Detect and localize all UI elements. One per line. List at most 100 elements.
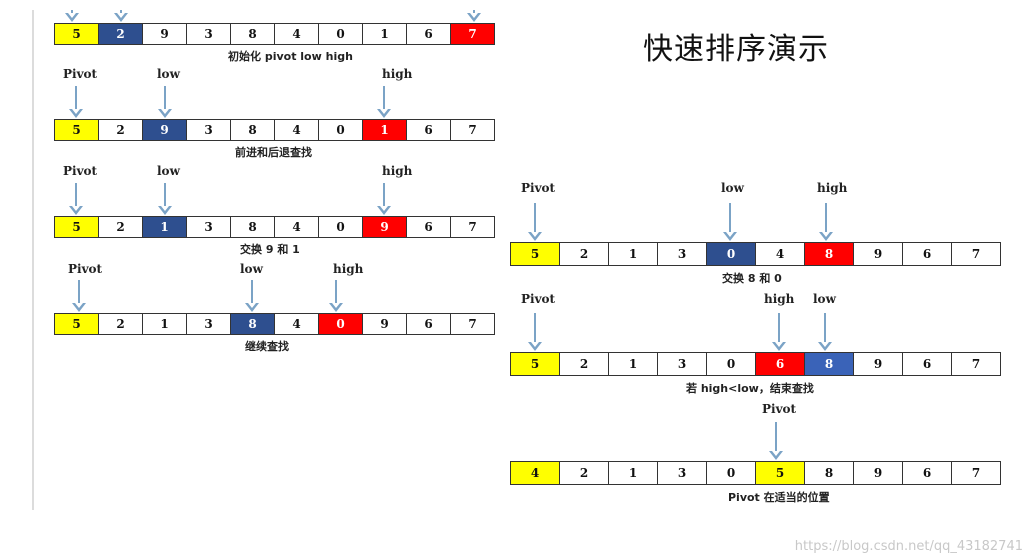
- step-caption-2: 前进和后退查找: [235, 146, 312, 159]
- array-cell: 7: [451, 216, 495, 238]
- high-label: high: [817, 181, 848, 195]
- array-cell: 7: [952, 242, 1001, 266]
- array-cell: 6: [903, 461, 952, 485]
- pivot-label: Pivot: [68, 262, 103, 276]
- arrow-high: [377, 183, 391, 215]
- array-cell: 3: [187, 216, 231, 238]
- arrow-pivot: [69, 86, 83, 118]
- array-cell: 1: [609, 461, 658, 485]
- array-cell: 1: [609, 352, 658, 376]
- array-cell: 4: [275, 119, 319, 141]
- array-cell: 1: [143, 313, 187, 335]
- high-label: high: [382, 164, 413, 178]
- arrow-pivot: [528, 203, 542, 241]
- array-cell: 2: [99, 119, 143, 141]
- low-label: low: [721, 181, 744, 195]
- array-cell: 9: [854, 352, 903, 376]
- arrow-low: [158, 183, 172, 215]
- array-cell: 0: [319, 119, 363, 141]
- array-cell: 2: [99, 313, 143, 335]
- array-cell: 4: [511, 461, 560, 485]
- array-row-3: 5 2 1 3 8 4 0 9 6 7: [54, 216, 495, 238]
- array-cell: 9: [363, 216, 407, 238]
- pivot-label: Pivot: [762, 402, 797, 416]
- watermark: https://blog.csdn.net/qq_43182741: [794, 539, 1023, 554]
- low-label: low: [157, 164, 180, 178]
- array-cell: 2: [560, 352, 609, 376]
- array-row-4: 5 2 1 3 8 4 0 9 6 7: [54, 313, 495, 335]
- arrow-low: [818, 313, 832, 351]
- arrow-low: [158, 86, 172, 118]
- array-cell: 7: [952, 352, 1001, 376]
- array-cell: 8: [805, 242, 854, 266]
- array-cell: 3: [187, 313, 231, 335]
- high-label: high: [333, 262, 364, 276]
- array-cell: 9: [143, 23, 187, 45]
- array-cell: 1: [609, 242, 658, 266]
- arrow-pivot: [72, 280, 86, 312]
- step-caption-7: Pivot 在适当的位置: [728, 491, 830, 504]
- low-label: low: [240, 262, 263, 276]
- array-row-2: 5 2 9 3 8 4 0 1 6 7: [54, 119, 495, 141]
- array-cell: 2: [99, 23, 143, 45]
- array-cell: 6: [756, 352, 805, 376]
- array-cell: 0: [319, 23, 363, 45]
- array-cell: 4: [756, 242, 805, 266]
- step-caption-5: 交换 8 和 0: [722, 272, 782, 285]
- pivot-label: Pivot: [63, 67, 98, 81]
- array-cell: 9: [854, 242, 903, 266]
- array-cell: 7: [952, 461, 1001, 485]
- arrow-high-1: [467, 10, 481, 22]
- high-label: high: [382, 67, 413, 81]
- array-cell: 9: [143, 119, 187, 141]
- arrow-pivot-1: [65, 10, 79, 22]
- array-row-5: 5 2 1 3 0 4 8 9 6 7: [510, 242, 1001, 266]
- array-cell: 3: [187, 119, 231, 141]
- array-cell: 8: [231, 216, 275, 238]
- pivot-label: Pivot: [521, 181, 556, 195]
- array-cell: 6: [407, 23, 451, 45]
- array-cell: 6: [903, 242, 952, 266]
- step-caption-6: 若 high<low，结束查找: [686, 382, 814, 395]
- array-cell: 5: [55, 23, 99, 45]
- array-cell: 0: [319, 216, 363, 238]
- array-cell: 1: [363, 23, 407, 45]
- low-label: low: [813, 292, 836, 306]
- array-cell: 4: [275, 313, 319, 335]
- step-caption-1: 初始化 pivot low high: [228, 50, 353, 63]
- array-cell: 8: [805, 461, 854, 485]
- diagram-title: 快速排序演示: [643, 32, 829, 67]
- arrow-high: [819, 203, 833, 241]
- high-label: high: [764, 292, 795, 306]
- pivot-label: Pivot: [521, 292, 556, 306]
- array-cell: 8: [805, 352, 854, 376]
- arrow-low: [723, 203, 737, 241]
- arrow-high: [329, 280, 343, 312]
- array-cell: 0: [707, 242, 756, 266]
- array-cell: 1: [363, 119, 407, 141]
- array-cell: 5: [511, 352, 560, 376]
- array-cell: 0: [707, 352, 756, 376]
- array-cell: 5: [55, 216, 99, 238]
- array-cell: 8: [231, 313, 275, 335]
- array-cell: 4: [275, 216, 319, 238]
- pivot-label: Pivot: [63, 164, 98, 178]
- array-cell: 5: [55, 119, 99, 141]
- array-cell: 3: [658, 461, 707, 485]
- array-cell: 5: [55, 313, 99, 335]
- low-label: low: [157, 67, 180, 81]
- array-row-7: 4 2 1 3 0 5 8 9 6 7: [510, 461, 1001, 485]
- arrow-high: [772, 313, 786, 351]
- step-caption-3: 交换 9 和 1: [240, 243, 300, 256]
- array-cell: 3: [187, 23, 231, 45]
- array-cell: 9: [363, 313, 407, 335]
- arrow-pivot: [528, 313, 542, 351]
- array-cell: 5: [756, 461, 805, 485]
- array-cell: 0: [707, 461, 756, 485]
- array-cell: 5: [511, 242, 560, 266]
- array-row-1: 5 2 9 3 8 4 0 1 6 7: [54, 23, 495, 45]
- arrow-pivot: [69, 183, 83, 215]
- array-cell: 6: [407, 313, 451, 335]
- step-caption-4: 继续查找: [245, 340, 289, 353]
- arrow-pivot: [769, 422, 783, 460]
